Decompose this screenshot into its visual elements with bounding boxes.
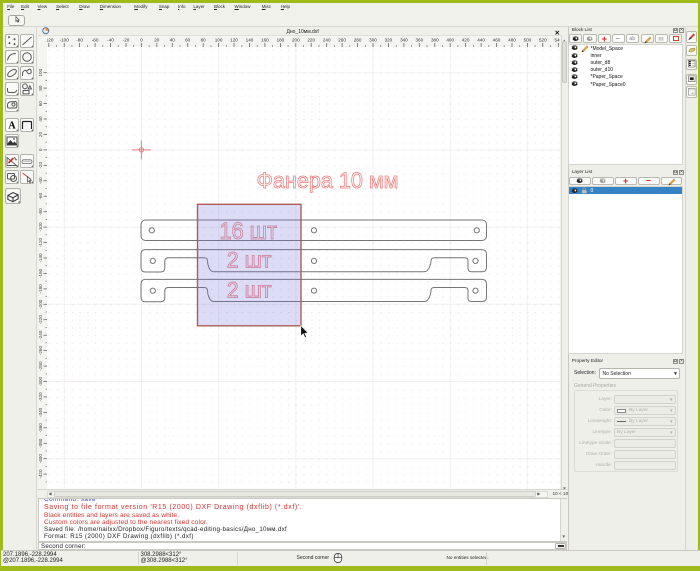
svg-text:340: 340 [399, 37, 407, 42]
svg-text:-420: -420 [37, 469, 42, 479]
svg-text:-380: -380 [37, 438, 42, 448]
svg-text:16 шт: 16 шт [219, 218, 277, 245]
svg-text:-260: -260 [37, 345, 42, 355]
svg-text:20: 20 [37, 131, 42, 137]
svg-text:120: 120 [229, 37, 237, 42]
svg-text:240: 240 [322, 37, 330, 42]
svg-text:-40: -40 [37, 177, 42, 184]
svg-text:-120: -120 [46, 37, 53, 42]
svg-text:460: 460 [492, 37, 500, 42]
svg-text:-60: -60 [37, 192, 42, 199]
svg-text:-60: -60 [91, 37, 98, 42]
svg-text:200: 200 [291, 37, 299, 42]
svg-text:160: 160 [260, 37, 268, 42]
svg-text:40: 40 [37, 116, 42, 122]
svg-text:100: 100 [37, 68, 42, 76]
svg-text:-340: -340 [37, 407, 42, 417]
svg-text:180: 180 [276, 37, 284, 42]
svg-text:-220: -220 [37, 314, 42, 324]
svg-text:-100: -100 [37, 222, 42, 232]
svg-text:480: 480 [507, 37, 515, 42]
svg-text:A: A [7, 120, 15, 131]
svg-text:2 шт: 2 шт [226, 277, 271, 302]
svg-text:-80: -80 [37, 207, 42, 214]
svg-text:-120: -120 [37, 237, 42, 247]
svg-text:400: 400 [445, 37, 453, 42]
svg-text:0: 0 [37, 148, 42, 151]
svg-text:-300: -300 [37, 376, 42, 386]
svg-text:260: 260 [337, 37, 345, 42]
svg-text:440: 440 [476, 37, 484, 42]
svg-text:-100: -100 [59, 37, 69, 42]
svg-text:280: 280 [353, 37, 361, 42]
svg-text:-160: -160 [37, 268, 42, 278]
svg-text:420: 420 [461, 37, 469, 42]
svg-text:140: 140 [245, 37, 253, 42]
svg-text:-320: -320 [37, 391, 42, 401]
svg-text:80: 80 [37, 85, 42, 91]
svg-text:360: 360 [414, 37, 422, 42]
svg-text:-140: -140 [37, 252, 42, 262]
svg-text:0: 0 [139, 37, 142, 42]
svg-text:100: 100 [214, 37, 222, 42]
svg-text:380: 380 [430, 37, 438, 42]
svg-text:40: 40 [169, 37, 175, 42]
svg-text:Фанера 10 мм: Фанера 10 мм [256, 168, 398, 193]
svg-text:300: 300 [368, 37, 376, 42]
svg-text:320: 320 [384, 37, 392, 42]
svg-text:520: 520 [538, 37, 546, 42]
svg-text:60: 60 [184, 37, 190, 42]
svg-text:20: 20 [153, 37, 159, 42]
svg-text:2 шт: 2 шт [226, 247, 271, 272]
svg-text:60: 60 [37, 100, 42, 106]
svg-text:-360: -360 [37, 422, 42, 432]
svg-text:220: 220 [306, 37, 314, 42]
svg-text:80: 80 [200, 37, 206, 42]
svg-text:-240: -240 [37, 330, 42, 340]
svg-text:-280: -280 [37, 361, 42, 371]
svg-text:-400: -400 [37, 453, 42, 463]
svg-text:500: 500 [523, 37, 531, 42]
svg-text:-200: -200 [37, 299, 42, 309]
svg-text:-40: -40 [106, 37, 113, 42]
svg-text:-20: -20 [122, 37, 129, 42]
svg-text:540: 540 [553, 37, 559, 42]
svg-text:-20: -20 [37, 161, 42, 168]
svg-text:-180: -180 [37, 283, 42, 293]
svg-text:-80: -80 [75, 37, 82, 42]
